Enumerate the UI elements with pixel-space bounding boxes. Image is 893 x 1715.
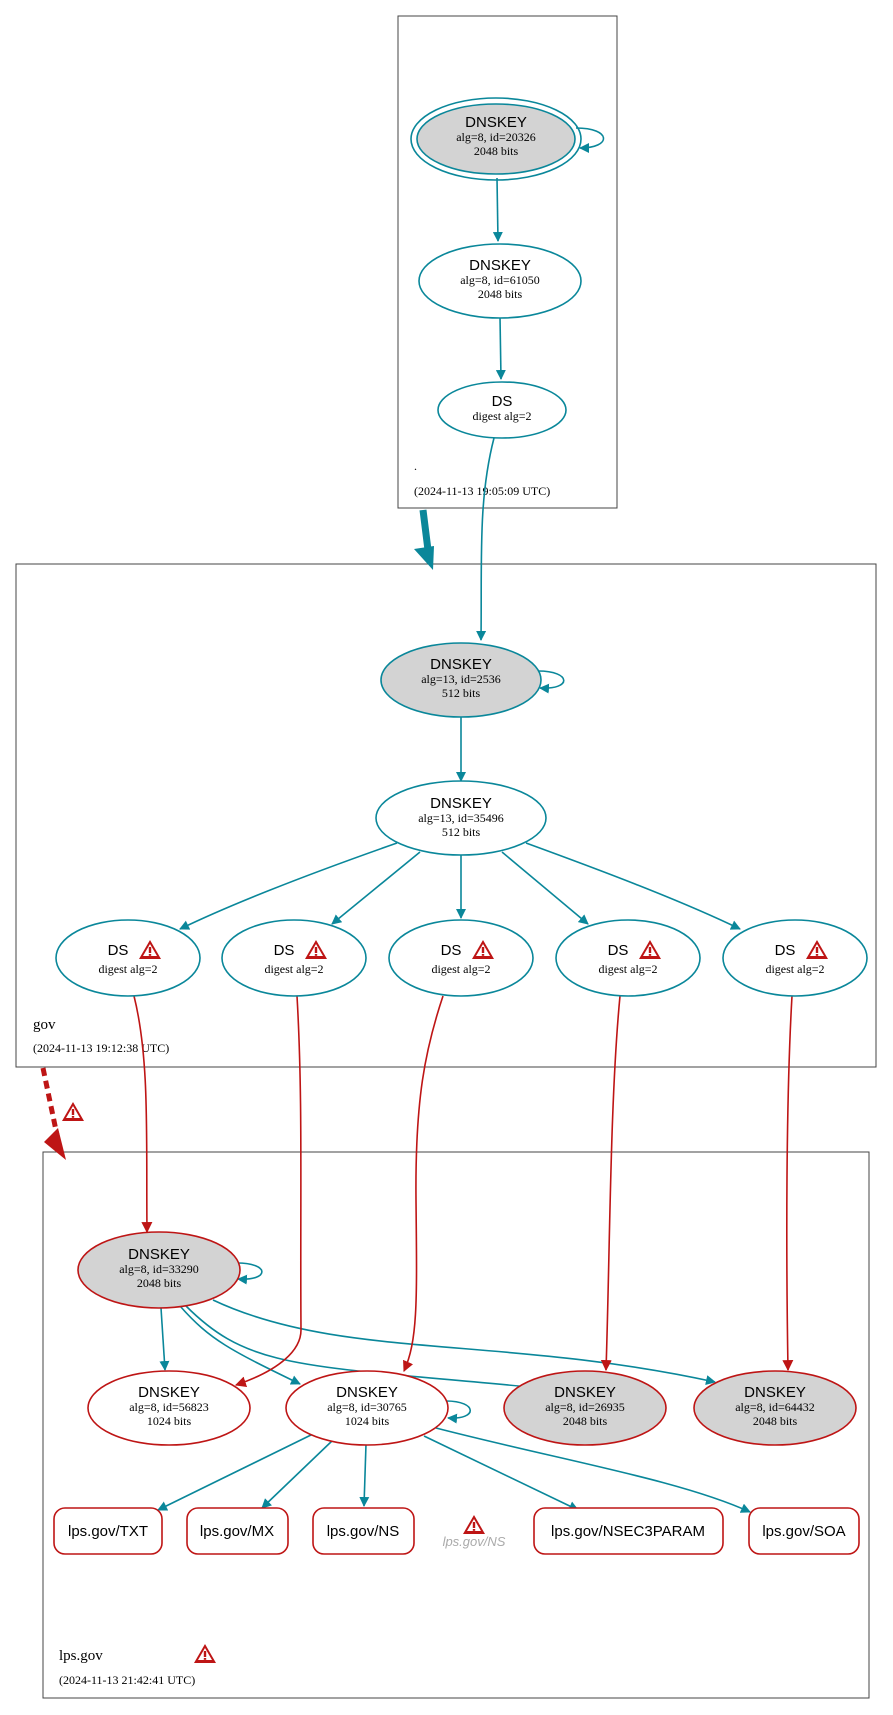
- root-zsk-node[interactable]: DNSKEY alg=8, id=61050 2048 bits: [418, 243, 582, 319]
- node-alg-id: alg=8, id=56823: [129, 1400, 209, 1414]
- warning-triangle-icon: [62, 1102, 84, 1121]
- gov-ds-node[interactable]: DS digest alg=2: [55, 919, 201, 997]
- lps-dnskey-30765-node[interactable]: DNSKEY alg=8, id=30765 1024 bits: [285, 1370, 449, 1446]
- rrset-mx[interactable]: lps.gov/MX: [186, 1507, 289, 1555]
- node-digest: digest alg=2: [472, 409, 531, 423]
- node-bits: 512 bits: [442, 825, 481, 839]
- zone-lps-name: lps.gov: [59, 1648, 103, 1664]
- gov-ds-node[interactable]: DS digest alg=2: [388, 919, 534, 997]
- node-bits: 2048 bits: [474, 144, 519, 158]
- node-bits: 2048 bits: [478, 287, 523, 301]
- node-title: DS: [441, 942, 462, 959]
- rrset-label: lps.gov/NSEC3PARAM: [551, 1523, 705, 1540]
- node-alg-id: alg=8, id=64432: [735, 1400, 815, 1414]
- node-alg-id: alg=8, id=61050: [460, 273, 540, 287]
- rrset-label: lps.gov/NS: [443, 1534, 506, 1549]
- node-digest: digest alg=2: [765, 962, 824, 976]
- node-title: DNSKEY: [430, 656, 492, 673]
- gov-ds-node[interactable]: DS digest alg=2: [221, 919, 367, 997]
- rrset-nsec3param[interactable]: lps.gov/NSEC3PARAM: [533, 1507, 724, 1555]
- gov-ds-node[interactable]: DS digest alg=2: [722, 919, 868, 997]
- rrset-ns[interactable]: lps.gov/NS: [312, 1507, 415, 1555]
- rrset-label: lps.gov/SOA: [762, 1523, 845, 1540]
- zone-root-name: .: [414, 459, 417, 473]
- node-title: DNSKEY: [336, 1384, 398, 1401]
- root-ksk-node[interactable]: DNSKEY alg=8, id=20326 2048 bits: [410, 97, 582, 181]
- delegation-gov-lps: [40, 1067, 84, 1160]
- node-alg-id: alg=8, id=33290: [119, 1262, 199, 1276]
- gov-ds-node[interactable]: DS digest alg=2: [555, 919, 701, 997]
- zone-lps: lps.gov (2024-11-13 21:42:41 UTC): [42, 1151, 870, 1699]
- rrset-label: lps.gov/NS: [327, 1523, 400, 1540]
- zone-lps-timestamp: (2024-11-13 21:42:41 UTC): [59, 1673, 195, 1687]
- node-title: DNSKEY: [469, 257, 531, 274]
- node-bits: 2048 bits: [137, 1276, 182, 1290]
- lps-ksk-node[interactable]: DNSKEY alg=8, id=33290 2048 bits: [77, 1231, 241, 1309]
- node-title: DS: [775, 942, 796, 959]
- warning-triangle-icon: [194, 1644, 216, 1663]
- root-ds-node[interactable]: DS digest alg=2: [437, 381, 567, 439]
- rrset-label: lps.gov/TXT: [68, 1523, 148, 1540]
- secure-edges: [157, 127, 751, 1513]
- node-title: DNSKEY: [128, 1246, 190, 1263]
- node-digest: digest alg=2: [598, 962, 657, 976]
- zone-gov-timestamp: (2024-11-13 19:12:38 UTC): [33, 1041, 169, 1055]
- node-title: DS: [274, 942, 295, 959]
- node-title: DNSKEY: [430, 795, 492, 812]
- node-title: DNSKEY: [465, 114, 527, 131]
- warning-triangle-icon: [463, 1515, 485, 1534]
- node-bits: 1024 bits: [345, 1414, 390, 1428]
- node-title: DNSKEY: [554, 1384, 616, 1401]
- node-title: DNSKEY: [744, 1384, 806, 1401]
- node-title: DS: [608, 942, 629, 959]
- rrset-ns-missing[interactable]: lps.gov/NS: [443, 1515, 506, 1549]
- node-alg-id: alg=13, id=2536: [421, 672, 501, 686]
- gov-zsk-node[interactable]: DNSKEY alg=13, id=35496 512 bits: [375, 780, 547, 856]
- node-title: DS: [492, 393, 513, 410]
- node-bits: 1024 bits: [147, 1414, 192, 1428]
- lps-dnskey-26935-node[interactable]: DNSKEY alg=8, id=26935 2048 bits: [503, 1370, 667, 1446]
- node-title: DNSKEY: [138, 1384, 200, 1401]
- node-bits: 512 bits: [442, 686, 481, 700]
- rrset-soa[interactable]: lps.gov/SOA: [748, 1507, 860, 1555]
- gov-ksk-node[interactable]: DNSKEY alg=13, id=2536 512 bits: [380, 642, 542, 718]
- delegation-root-gov: [414, 509, 434, 570]
- node-digest: digest alg=2: [264, 962, 323, 976]
- rrset-label: lps.gov/MX: [200, 1523, 274, 1540]
- node-digest: digest alg=2: [98, 962, 157, 976]
- node-bits: 2048 bits: [563, 1414, 608, 1428]
- zone-gov: gov (2024-11-13 19:12:38 UTC): [15, 563, 877, 1068]
- bogus-edges: [133, 995, 794, 1388]
- zone-gov-name: gov: [33, 1017, 56, 1033]
- node-title: DS: [108, 942, 129, 959]
- zone-root: . (2024-11-13 19:05:09 UTC): [397, 15, 618, 509]
- node-alg-id: alg=8, id=26935: [545, 1400, 625, 1414]
- rrset-txt[interactable]: lps.gov/TXT: [53, 1507, 163, 1555]
- lps-dnskey-64432-node[interactable]: DNSKEY alg=8, id=64432 2048 bits: [693, 1370, 857, 1446]
- node-bits: 2048 bits: [753, 1414, 798, 1428]
- node-alg-id: alg=8, id=20326: [456, 130, 536, 144]
- node-alg-id: alg=13, id=35496: [418, 811, 504, 825]
- node-digest: digest alg=2: [431, 962, 490, 976]
- node-alg-id: alg=8, id=30765: [327, 1400, 407, 1414]
- lps-dnskey-56823-node[interactable]: DNSKEY alg=8, id=56823 1024 bits: [87, 1370, 251, 1446]
- zone-root-timestamp: (2024-11-13 19:05:09 UTC): [414, 484, 550, 498]
